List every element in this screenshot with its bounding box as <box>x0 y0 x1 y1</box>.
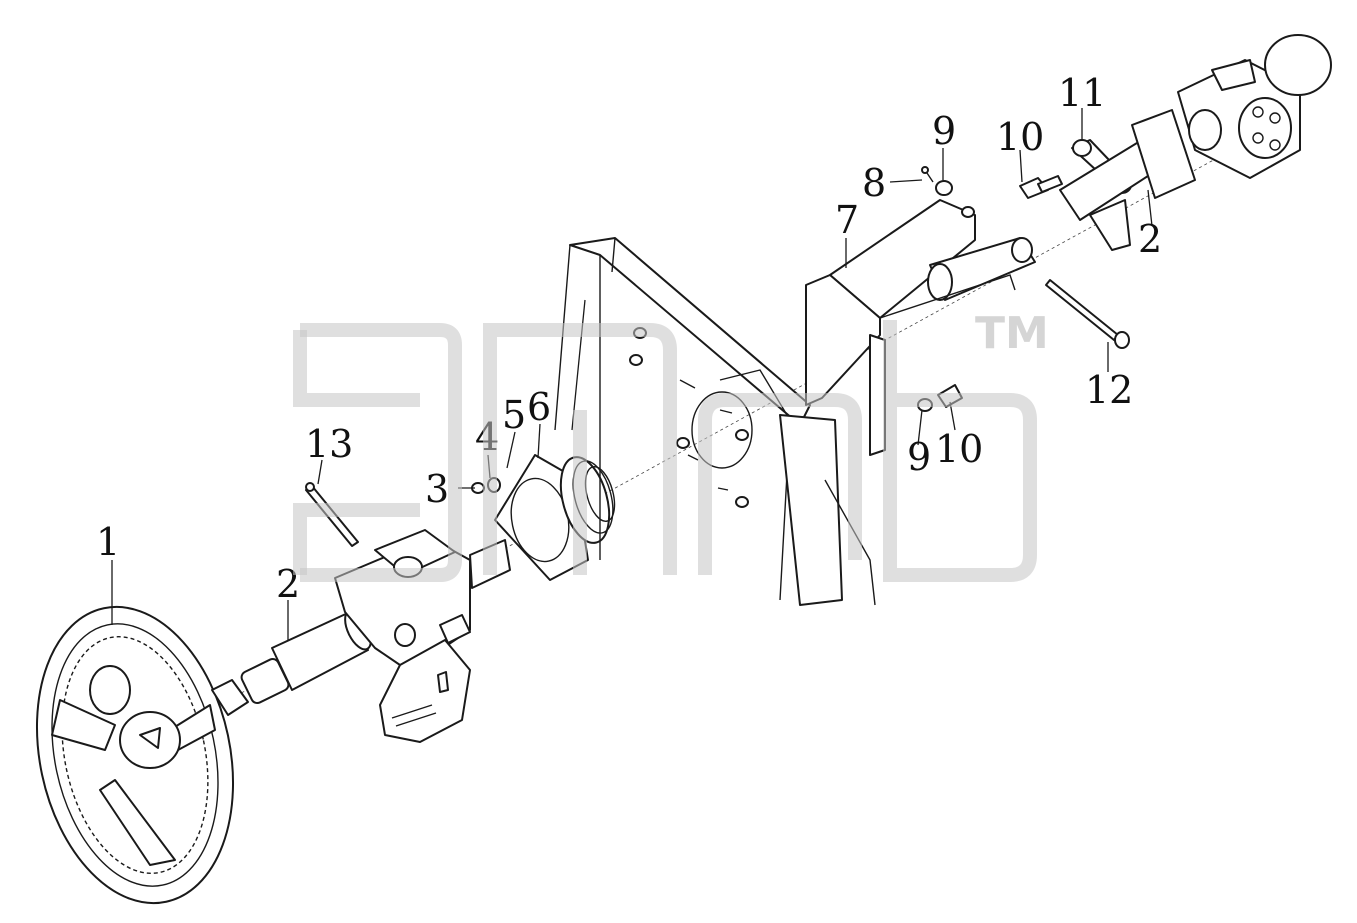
trademark-mark: TM <box>975 308 1049 359</box>
callout-10: 10 <box>996 115 1044 159</box>
bolt-upper <box>1019 175 1063 199</box>
steering-control-unit <box>1177 34 1332 179</box>
callout-11: 11 <box>1058 71 1106 115</box>
callout-8: 8 <box>862 161 886 205</box>
callout-5: 5 <box>502 393 526 437</box>
callout-3: 3 <box>425 467 449 511</box>
steering-wheel <box>35 605 235 905</box>
dashboard-panel <box>554 237 876 606</box>
long-bolt <box>1045 279 1130 349</box>
callout-1: 1 <box>96 520 120 564</box>
column-support-bracket <box>805 199 1036 456</box>
callout-12: 12 <box>1085 368 1133 412</box>
callout-9: 9 <box>932 109 956 153</box>
watermark-logo: TM <box>293 308 1049 582</box>
leader-lines <box>111 108 1153 640</box>
callout-7: 7 <box>835 198 859 242</box>
washer-upper <box>935 180 953 196</box>
lower-column-shaft <box>211 609 372 716</box>
pin-small <box>921 166 934 183</box>
mounting-flange <box>1131 109 1196 199</box>
callout-13: 13 <box>305 422 353 466</box>
callout-9: 9 <box>907 435 931 479</box>
callout-2: 2 <box>1138 217 1162 261</box>
callout-10: 10 <box>935 427 983 471</box>
callout-6: 6 <box>527 385 551 429</box>
